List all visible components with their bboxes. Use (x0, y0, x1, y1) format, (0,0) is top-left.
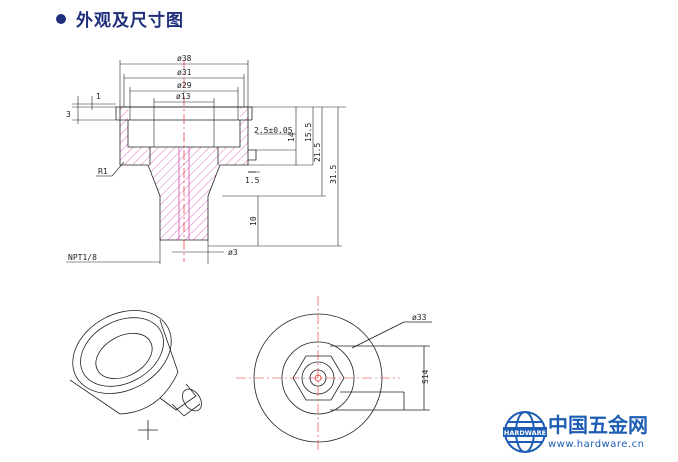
dim-npt: NPT1/8 (68, 253, 97, 262)
dim-s14: S14 (421, 369, 430, 384)
bullet-icon (56, 13, 66, 24)
logo-badge: HARDWARE (504, 429, 546, 437)
r1-leader (96, 161, 125, 177)
logo-name: 中国五金网 (548, 413, 648, 437)
dim-v15-5: 15.5 (304, 123, 313, 142)
dim-h1: 1 (96, 92, 101, 101)
dim-d29: ø29 (177, 81, 192, 90)
logo-url: www.hardware.cn (548, 439, 644, 450)
section-header: 外观及尺寸图 (56, 6, 184, 31)
dim-d33: ø33 (412, 313, 427, 322)
right-dimensions (208, 106, 346, 247)
dim-d13: ø13 (176, 92, 191, 101)
dim-v21-5: 21.5 (313, 143, 322, 162)
dim-v31-5: 31.5 (329, 165, 338, 184)
dim-d31: ø31 (177, 68, 192, 77)
dim-d3: ø3 (228, 248, 238, 257)
left-dimensions (72, 96, 116, 124)
dim-v14: 14 (287, 132, 296, 142)
section-view (115, 106, 257, 241)
top-view-centerlines (236, 296, 400, 450)
dim-v1-5: 1.5 (245, 176, 260, 185)
section-hatching (120, 107, 248, 240)
dim-v10: 10 (249, 216, 258, 226)
dim-w2-5: 2.5±0.05 (254, 126, 293, 135)
section-title: 外观及尺寸图 (76, 11, 184, 31)
hardware-logo: HARDWARE 中国五金网 www.hardware.cn (503, 411, 648, 453)
dim-h3: 3 (66, 110, 71, 119)
perspective-view (69, 310, 202, 440)
diameter-dimensions (119, 60, 249, 147)
bottom-dimensions (66, 240, 224, 264)
dim-r1: R1 (98, 167, 108, 176)
dim-d38: ø38 (177, 54, 192, 63)
